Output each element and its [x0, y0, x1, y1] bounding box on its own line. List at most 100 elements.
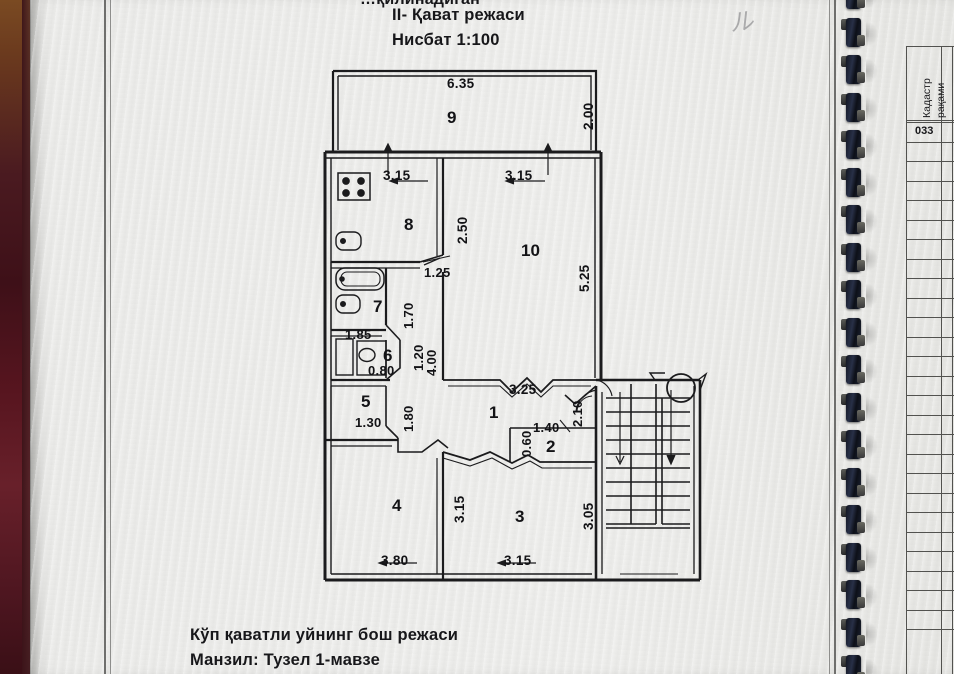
wall-living-bottom: [443, 376, 596, 394]
entry-door-swing2: [576, 395, 593, 413]
binding-ring-shadow: [866, 245, 878, 272]
binding-ring-shadow: [866, 283, 878, 309]
window-room4: [370, 573, 437, 581]
binding-ring: [840, 580, 866, 610]
binding-ring: [840, 617, 866, 648]
table-row-line: [906, 161, 954, 163]
dim-3-25: 3.25: [509, 382, 537, 397]
binding-ring-shadow: [866, 358, 878, 384]
binding-ring-shadow: [866, 170, 878, 197]
room-label-5: 5: [361, 392, 371, 411]
dim-3-05: 3.05: [581, 502, 596, 530]
dim-4-00: 4.00: [424, 349, 439, 376]
binding-ring: [840, 17, 866, 48]
wall-corridor-bottom-in: [442, 457, 592, 470]
entry-door-swing: [575, 389, 598, 413]
binding-ring: [840, 467, 866, 498]
dim-5-25: 5.25: [577, 264, 592, 292]
table-row-line: [906, 356, 954, 358]
kitchen-sink: [335, 231, 362, 251]
room-label-8: 8: [404, 215, 414, 234]
binding-ring-shadow: [866, 208, 878, 234]
stove-4-burner: [337, 172, 371, 201]
room-label-9: 9: [447, 108, 457, 127]
dim-1-70: 1.70: [401, 302, 416, 329]
dim-1-20: 0.80: [368, 363, 395, 378]
binding-ring-shadow: [866, 20, 878, 47]
binding-ring-shadow: [866, 395, 878, 422]
stairwell-notch-right: [697, 372, 708, 391]
dim-1-30: 1.80: [401, 405, 416, 432]
table-row-line: [906, 512, 954, 514]
table-row-line: [906, 551, 954, 553]
sheet-left-edge: [30, 0, 31, 674]
binding-ring: [840, 92, 866, 123]
cadastre-first-value: 033: [915, 125, 934, 137]
wall-living-bottom-in: [448, 383, 591, 398]
room-label-7: 7: [373, 297, 383, 316]
dim-2-50: 2.50: [455, 216, 470, 244]
room-label-1: 1: [489, 403, 499, 422]
table-row-line: [906, 473, 954, 475]
table-row-line: [906, 278, 954, 280]
dim-3-15-kitchen: 3.15: [383, 168, 411, 183]
dim-3-15-room3: 3.15: [504, 553, 532, 568]
binding-ring-shadow: [866, 470, 878, 497]
frame-border-right: [829, 0, 830, 674]
table-row-line: [906, 434, 954, 436]
table-col-right: [952, 46, 954, 674]
stairwell-arc: [596, 379, 613, 397]
dim-3-15-room4: 3.80: [381, 553, 409, 568]
dim-1-40: 1.40: [533, 420, 560, 435]
frame-border-right-outer: [834, 0, 836, 674]
table-row-line: [906, 395, 954, 397]
room-label-2: 2: [546, 437, 556, 456]
dimension-arrows: [377, 142, 553, 567]
table-row-line: [906, 590, 954, 592]
wall-bath-chamfer: [385, 324, 401, 341]
stairwell-notch-left: [648, 372, 665, 381]
room-label-4: 4: [392, 496, 402, 515]
dim-1-85: 1.85: [345, 327, 372, 342]
wall-r5-chamfer: [385, 425, 399, 439]
footer-line2: Манзил: Тузел 1-мавзе: [190, 651, 380, 669]
binding-ring: [840, 205, 866, 235]
dim-0-80: 1.20: [411, 344, 426, 371]
room-label-10: 10: [521, 241, 540, 260]
title-cut-line: …қилинадиган: [360, 0, 640, 10]
window-room3: [489, 573, 556, 581]
column-round: [666, 373, 696, 403]
dim-2-00: 2.00: [581, 102, 596, 130]
dim-1-80: 1.30: [355, 415, 382, 430]
leader-1-25: [422, 255, 451, 263]
paper-sheet: [30, 0, 954, 674]
wall-kitchen-door-jamb: [419, 254, 444, 263]
table-row-line: [906, 492, 954, 494]
leader-1-40: [559, 419, 571, 433]
window-kitchen: [370, 151, 443, 159]
dim-0-60: 0.60: [519, 430, 534, 457]
frame-border-inner: [110, 0, 111, 674]
table-row-line: [906, 297, 954, 299]
table-row-line: [906, 200, 954, 202]
table-row-line: [906, 414, 954, 416]
window-stairwell: [620, 573, 678, 581]
table-header-bottom: [906, 120, 954, 122]
table-row-line: [906, 629, 954, 631]
table-row-line: [906, 375, 954, 377]
stair-arrow-up-head: [615, 455, 625, 466]
binding-ring: [840, 242, 866, 273]
plan-title-line1: II- Қават режаси: [392, 6, 525, 24]
wall-corridor-bottom: [442, 451, 596, 465]
binding-ring-shadow: [866, 320, 878, 347]
dim-3-80: 3.15: [452, 495, 467, 523]
binding-ring-shadow: [866, 95, 878, 122]
table-row-line: [906, 219, 954, 221]
balcony-inner-wall: [338, 75, 592, 150]
wash-basin: [335, 294, 361, 314]
wall-corridor-step: [397, 438, 449, 453]
table-row-line: [906, 336, 954, 338]
binding-ring-shadow: [866, 508, 878, 534]
room-label-3: 3: [515, 507, 525, 526]
